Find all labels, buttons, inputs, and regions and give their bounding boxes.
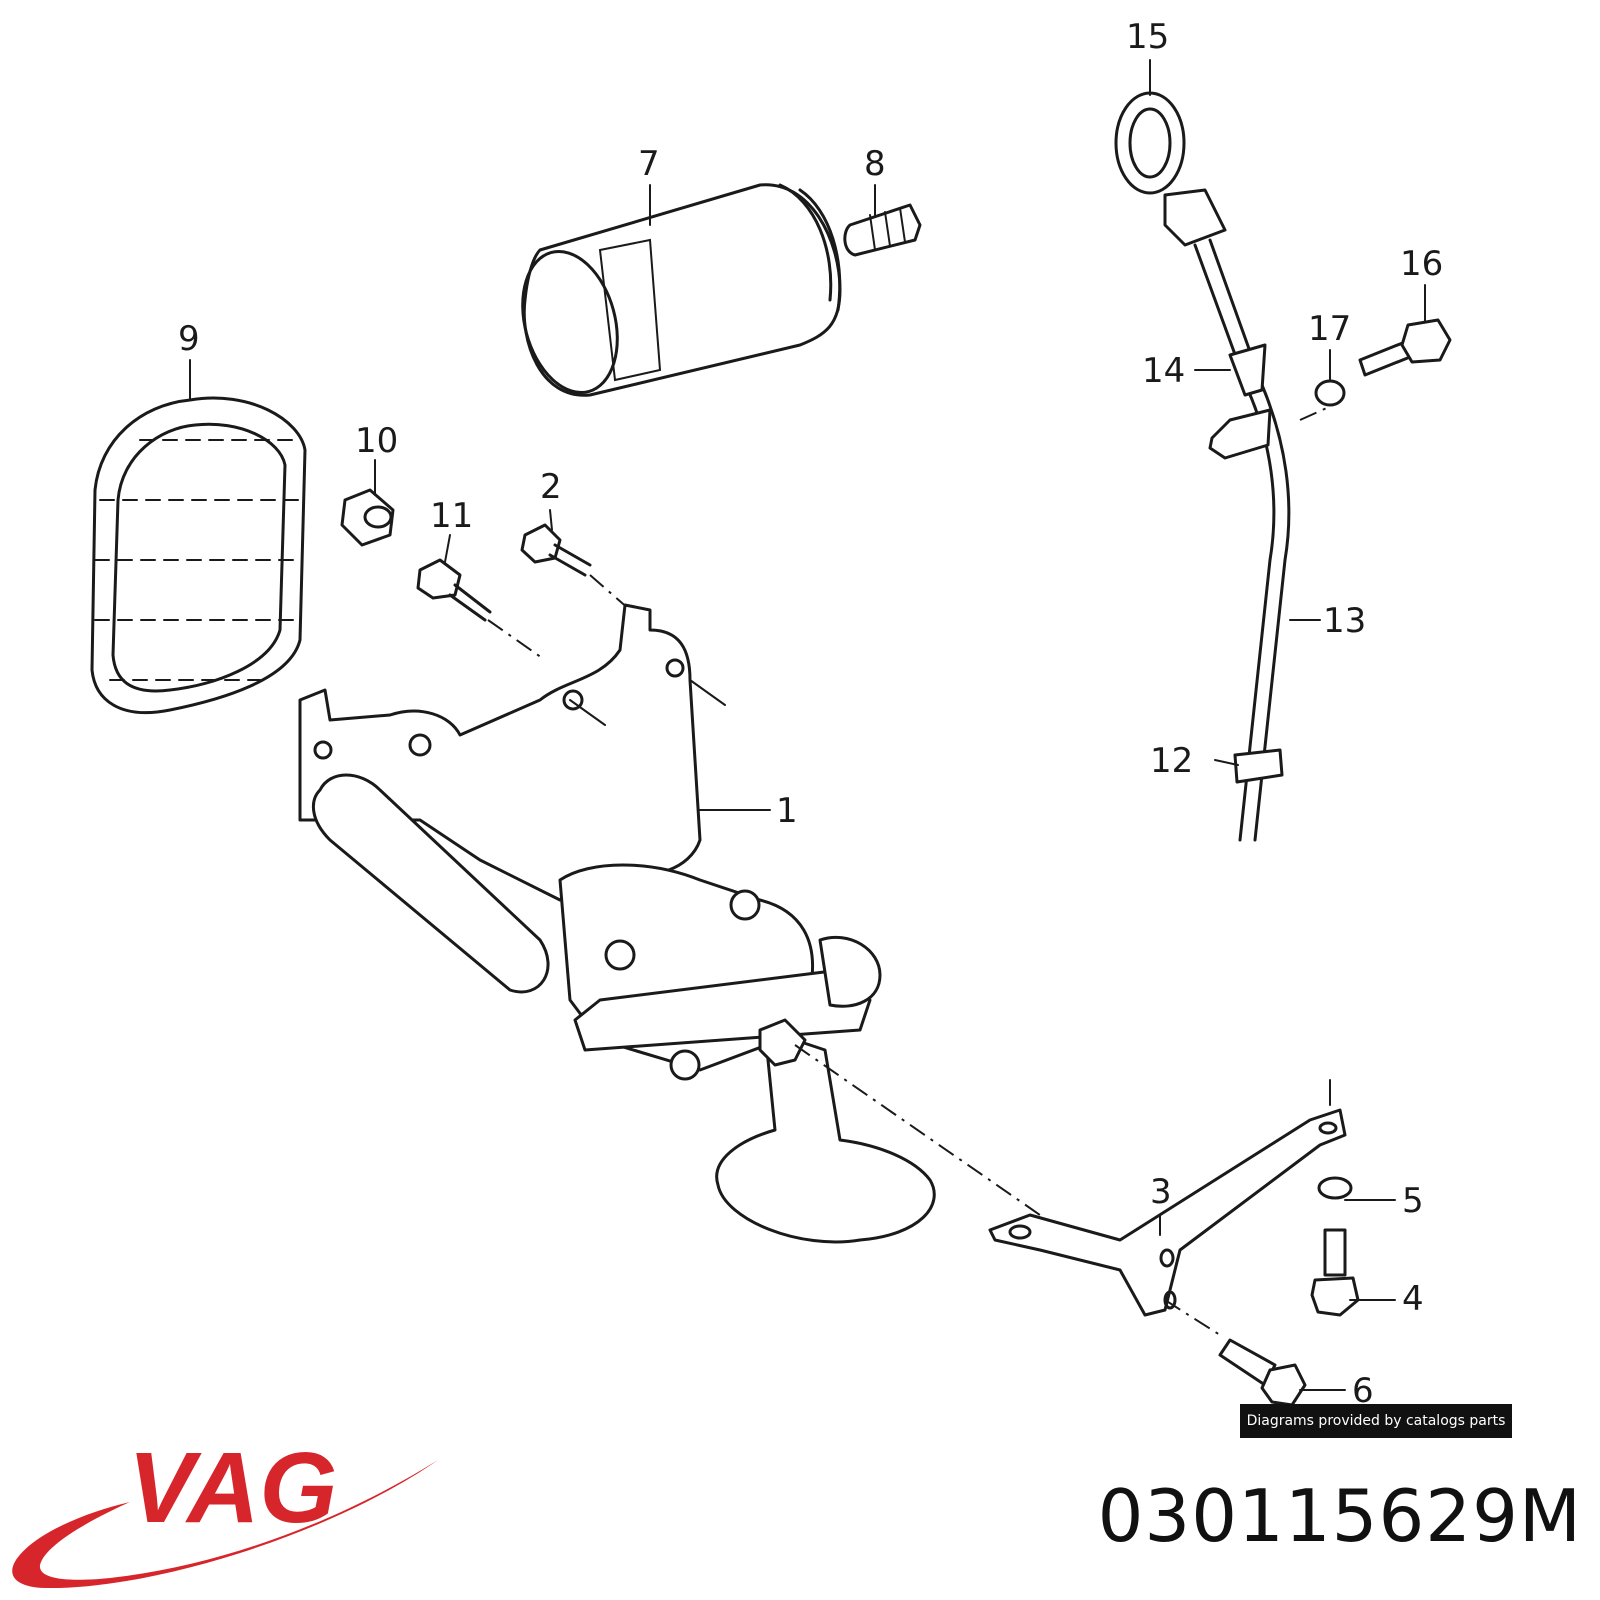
callout-3: 3 — [1150, 1172, 1172, 1212]
part-number: 030115629M — [1097, 1474, 1582, 1558]
callout-1: 1 — [776, 791, 798, 831]
callout-14: 14 — [1142, 351, 1185, 391]
callout-13: 13 — [1323, 601, 1366, 641]
part-17-washer — [1314, 379, 1346, 407]
logo-text: VAG — [128, 1440, 337, 1544]
callout-9: 9 — [178, 319, 200, 359]
part-13-dipstick-tube — [1193, 238, 1291, 842]
part-16-bolt — [1299, 318, 1452, 421]
tube-clip — [1208, 408, 1272, 460]
callout-8: 8 — [864, 144, 886, 184]
part-6-bolt — [1218, 1338, 1307, 1407]
part-4-bolt — [1310, 1228, 1360, 1317]
part-5-washer — [1317, 1176, 1353, 1200]
assembly-line — [794, 1044, 1041, 1216]
part-9-drive-chain — [90, 396, 307, 715]
callout-5: 5 — [1402, 1181, 1424, 1221]
callout-12: 12 — [1150, 741, 1193, 781]
part-11-bolt — [416, 558, 546, 661]
callout-15: 15 — [1126, 17, 1169, 57]
part-7-oil-filter — [521, 183, 842, 397]
callout-4: 4 — [1402, 1279, 1424, 1319]
diagram-credit: Diagrams provided by catalogs parts — [1240, 1404, 1512, 1438]
part-3-bracket — [988, 1079, 1347, 1317]
callout-6: 6 — [1352, 1371, 1374, 1411]
callout-10: 10 — [355, 421, 398, 461]
callout-17: 17 — [1308, 309, 1351, 349]
vag-logo: VAG — [12, 1440, 438, 1589]
part-14-grommet — [1228, 343, 1267, 397]
leader-lines — [189, 59, 1426, 1391]
callout-7: 7 — [638, 144, 660, 184]
part-15-dipstick-handle — [1114, 91, 1227, 247]
callout-16: 16 — [1400, 244, 1443, 284]
part-8-threaded-nipple — [843, 203, 922, 257]
part-2-bolt — [520, 523, 631, 611]
part-10-bushing — [340, 488, 395, 547]
callout-2: 2 — [540, 467, 562, 507]
part-12-seal — [1233, 748, 1284, 784]
part-1-oil-pump — [298, 603, 936, 1244]
callout-11: 11 — [430, 496, 473, 536]
